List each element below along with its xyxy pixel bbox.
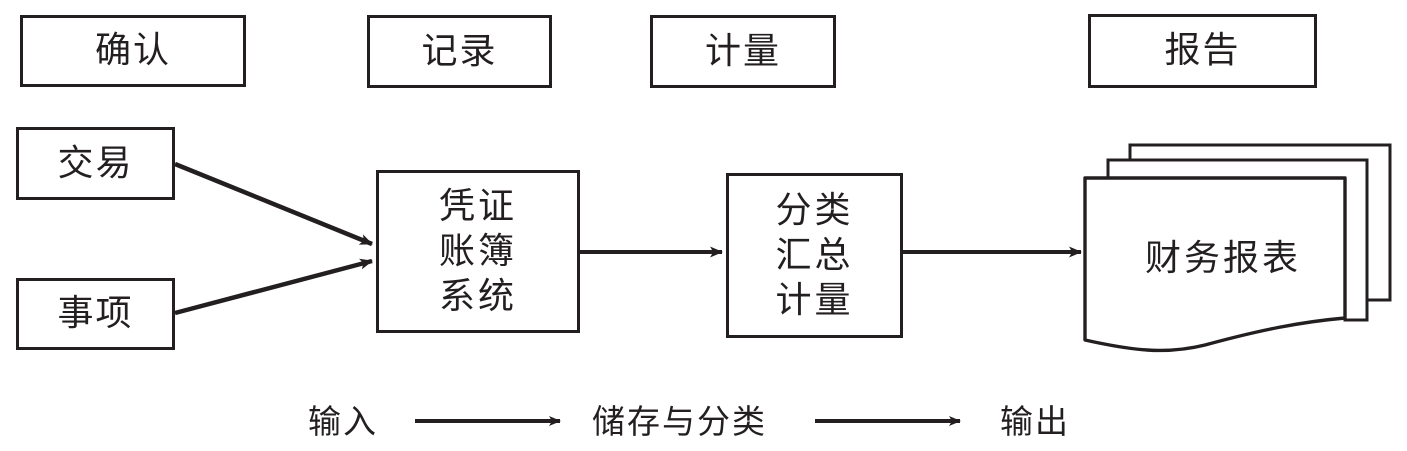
stage-box-confirm: 确认 — [20, 15, 246, 87]
stage-label-report: 报告 — [1164, 30, 1241, 71]
stage-box-report: 报告 — [1088, 14, 1317, 88]
process-line-system: 系统 — [438, 276, 517, 317]
report-document-label: 财务报表 — [1145, 238, 1302, 279]
stage-label-measure: 计量 — [704, 30, 781, 72]
source-label-event: 事项 — [57, 293, 134, 334]
process-line-measure: 计量 — [775, 280, 854, 321]
process-box-classify-summarize: 分类 汇总 计量 — [726, 173, 903, 338]
stage-box-record: 记录 — [367, 15, 552, 88]
source-label-transaction: 交易 — [57, 142, 134, 184]
legend-label-output: 输出 — [1000, 402, 1070, 441]
legend-label-storage-classification: 储存与分类 — [592, 402, 767, 441]
process-line-summarize: 汇总 — [775, 235, 854, 276]
process-line-ledger: 账簿 — [438, 231, 517, 272]
source-box-event: 事项 — [16, 278, 175, 350]
stage-label-confirm: 确认 — [94, 30, 171, 71]
transaction-to-ledger-arrow — [174, 161, 373, 247]
source-box-transaction: 交易 — [16, 127, 175, 200]
process-line-voucher: 凭证 — [438, 186, 517, 227]
stage-label-record: 记录 — [421, 30, 498, 72]
process-line-classify: 分类 — [775, 190, 854, 231]
process-box-ledger-system: 凭证 账簿 系统 — [376, 170, 580, 333]
event-to-ledger-arrow — [174, 258, 373, 316]
stage-box-measure: 计量 — [650, 15, 836, 88]
legend-label-input: 输入 — [308, 402, 378, 441]
